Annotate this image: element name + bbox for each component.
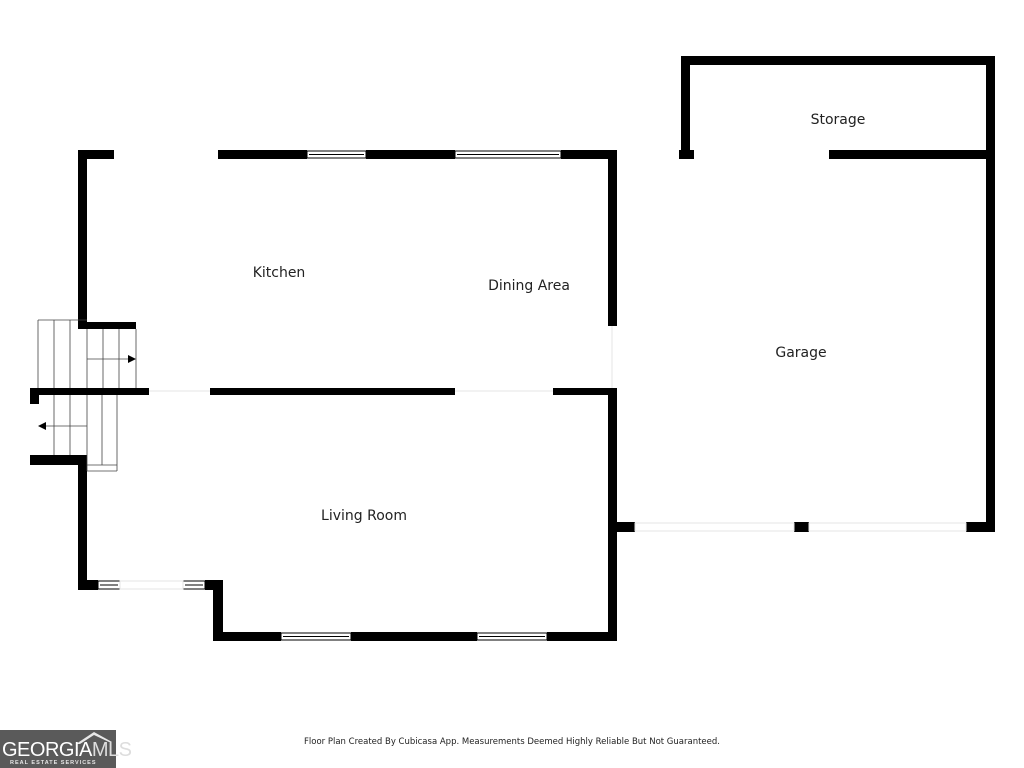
logo-text-mls: MLS: [91, 739, 132, 761]
room-label-living-room: Living Room: [321, 508, 407, 524]
arrow-right-icon: [128, 355, 136, 363]
staircase: [37, 319, 137, 472]
room-label-kitchen: Kitchen: [252, 265, 306, 281]
logo-subtitle: REAL ESTATE SERVICES: [10, 760, 97, 766]
room-label-dining-area: Dining Area: [488, 278, 570, 294]
georgia-mls-logo: GEORGIAMLS REAL ESTATE SERVICES: [0, 730, 132, 768]
stair-arrows: [38, 355, 136, 430]
logo-text-georgia: GEORGIA: [2, 739, 92, 761]
walls: [30, 56, 995, 641]
windows: [97, 150, 562, 641]
room-label-storage: Storage: [810, 112, 866, 128]
roof-icon: [76, 732, 112, 744]
openings: [119, 326, 967, 590]
disclaimer-note: Floor Plan Created By Cubicasa App. Meas…: [304, 737, 720, 747]
room-label-garage: Garage: [775, 345, 827, 361]
arrow-left-icon: [38, 422, 46, 430]
